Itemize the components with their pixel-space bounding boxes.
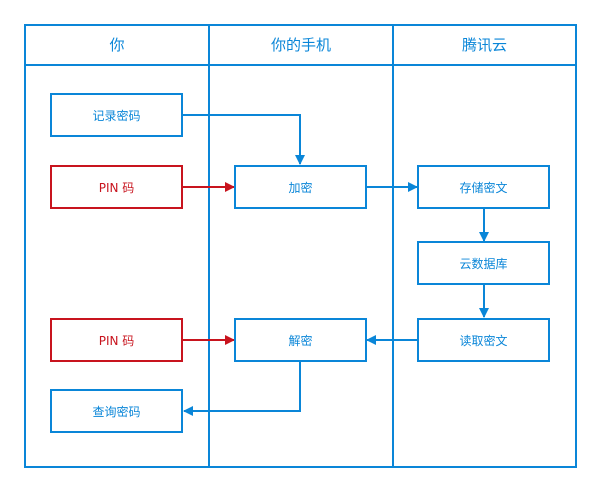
node-encrypt: 加密 [234, 165, 367, 209]
arrow-record-to-encrypt [183, 114, 305, 165]
node-decrypt: 解密 [234, 318, 367, 362]
node-query-password: 查询密码 [50, 389, 183, 433]
node-read-ciphertext: 读取密文 [417, 318, 550, 362]
node-pin-code-top: PIN 码 [50, 165, 183, 209]
diagram-border [24, 24, 577, 468]
lane-title-phone: 你的手机 [270, 36, 331, 54]
node-store-ciphertext: 存储密文 [417, 165, 550, 209]
lane-title-you: 你 [109, 36, 125, 54]
node-cloud-database: 云数据库 [417, 241, 550, 285]
arrow-decrypt-to-query [183, 362, 301, 416]
lane-title-tencent-cloud: 腾讯云 [461, 36, 507, 54]
node-pin-code-bottom: PIN 码 [50, 318, 183, 362]
node-record-password: 记录密码 [50, 93, 183, 137]
